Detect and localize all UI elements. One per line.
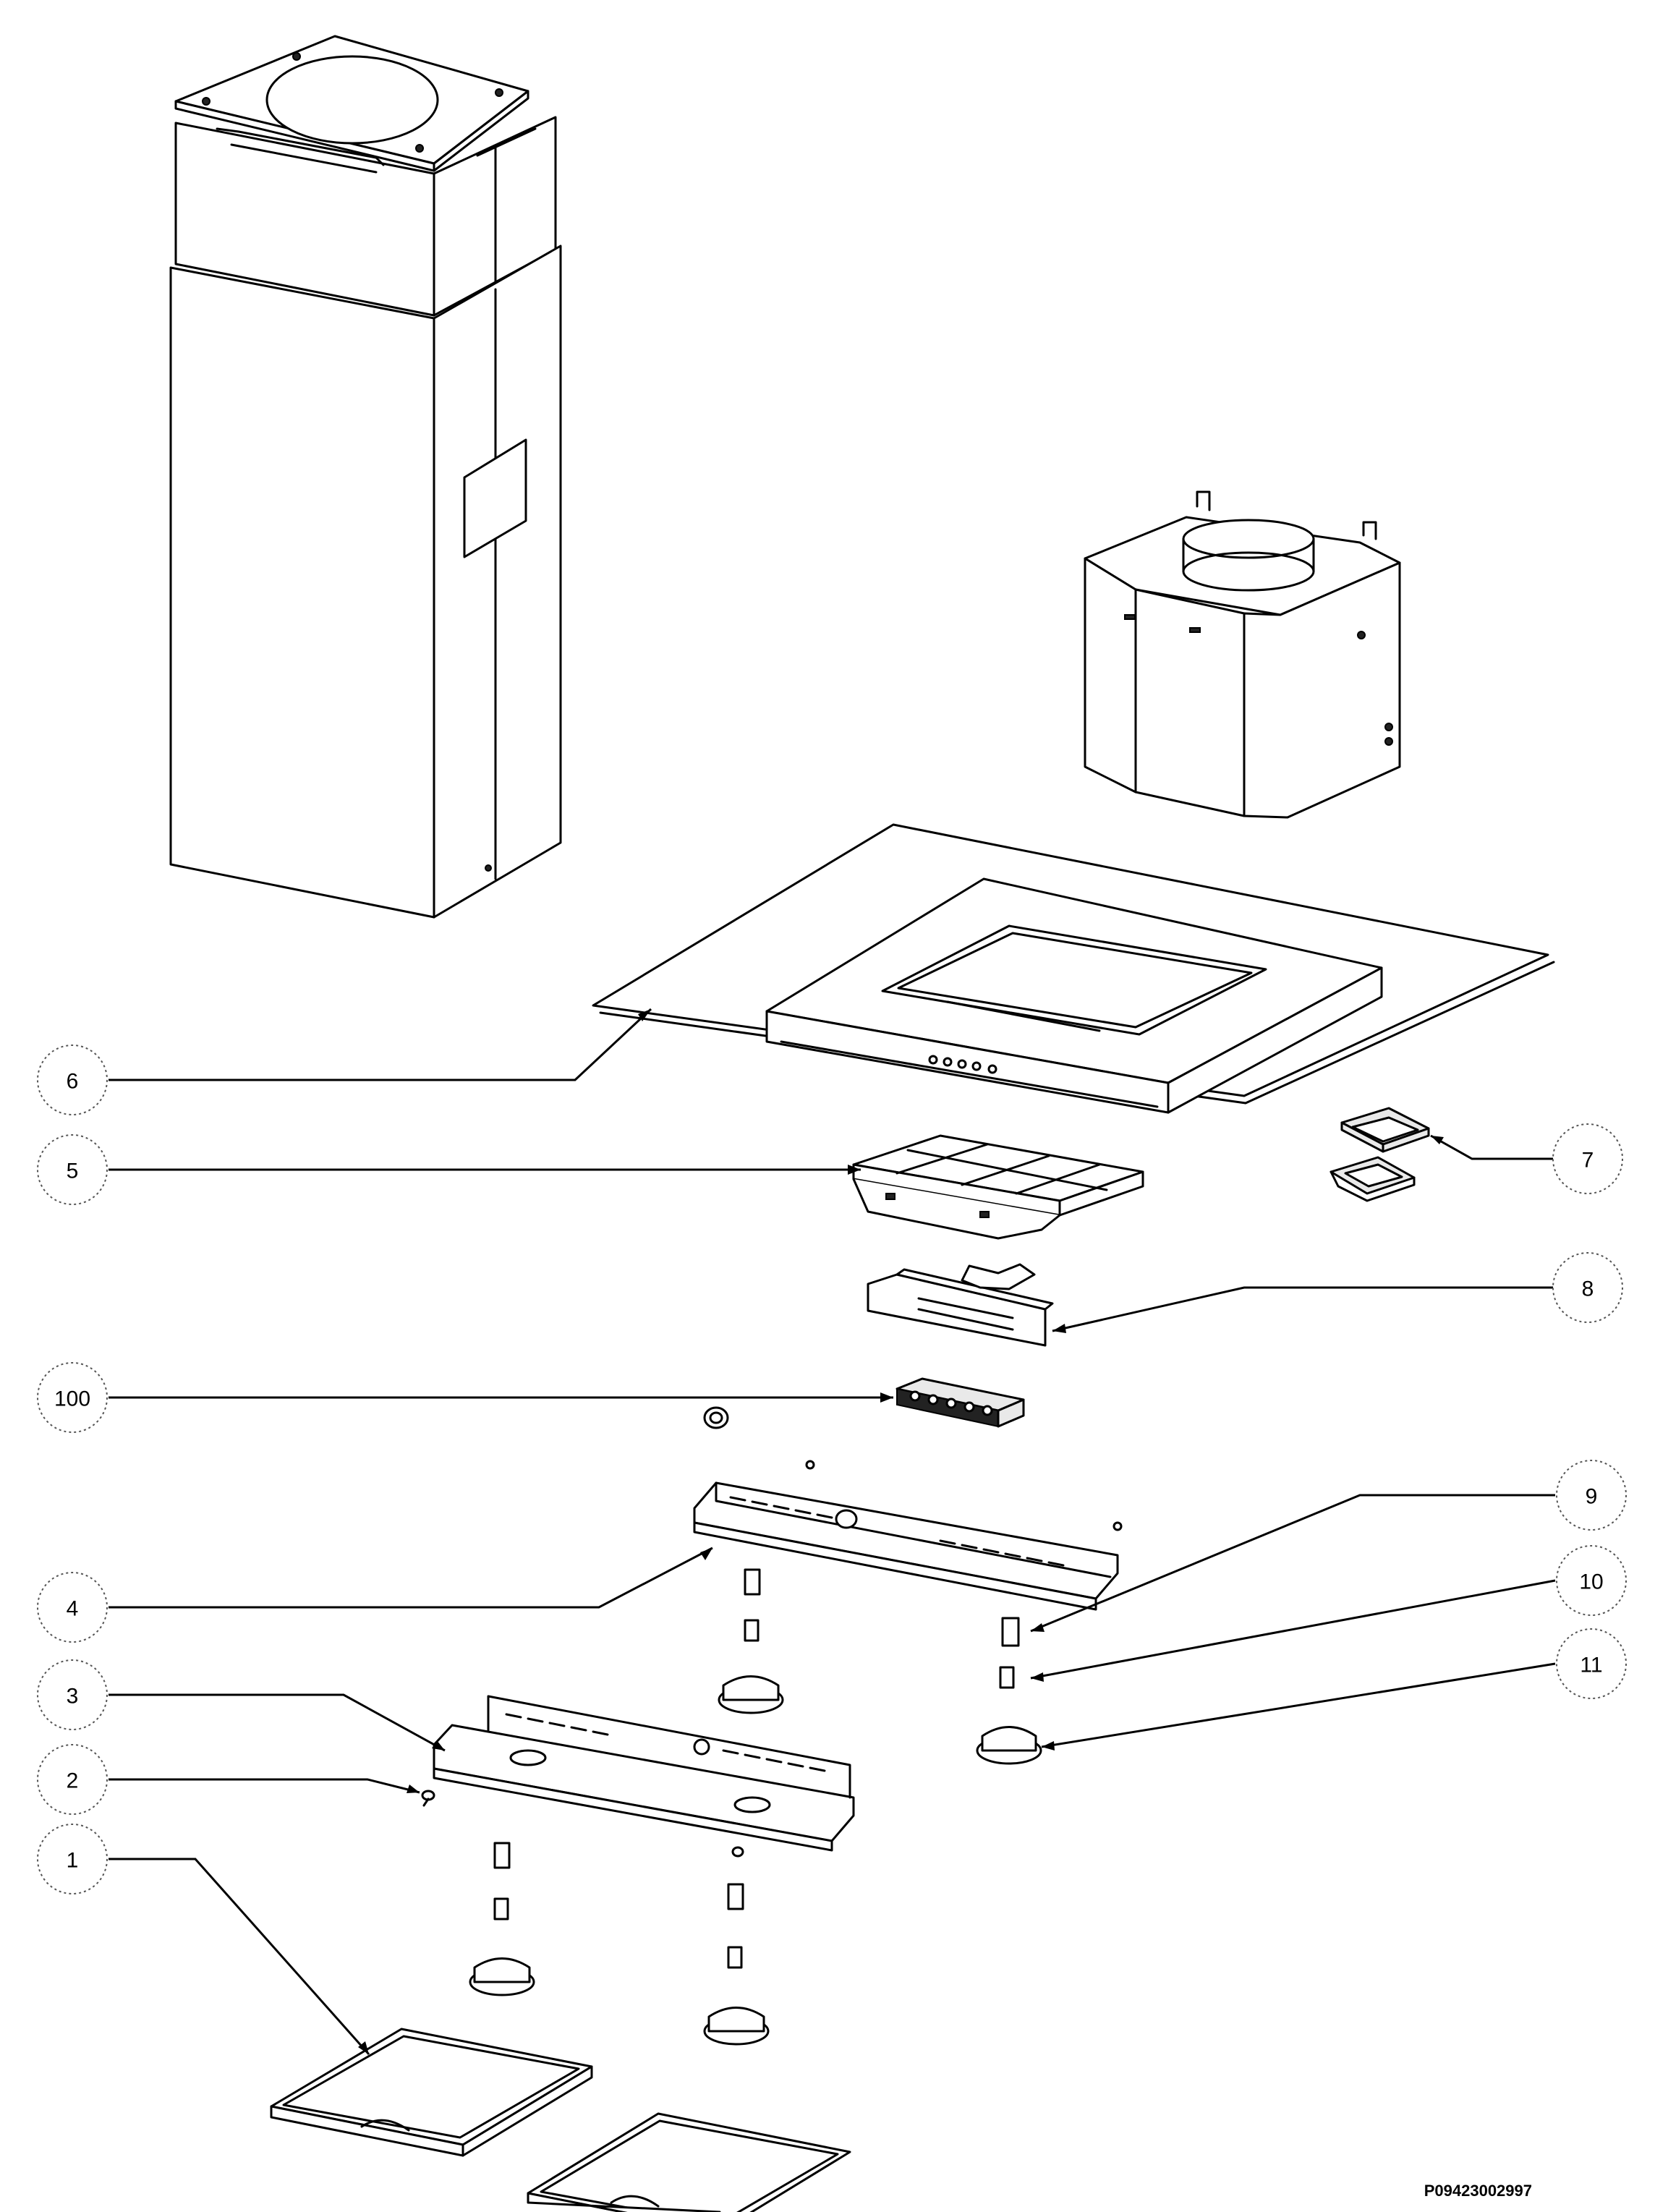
lamp-connectors-left xyxy=(469,1842,535,1996)
grease-filter-left xyxy=(270,2028,593,2157)
callout-1: 1 xyxy=(37,1824,108,1894)
callout-label: 9 xyxy=(1586,1485,1598,1509)
callout-label: 5 xyxy=(67,1160,79,1183)
callout-5: 5 xyxy=(37,1134,108,1205)
chimney-column xyxy=(169,35,562,919)
callout-label: 1 xyxy=(67,1849,79,1873)
callout-label: 4 xyxy=(67,1597,79,1621)
motor-housing xyxy=(1084,490,1401,819)
callout-label: 3 xyxy=(67,1685,79,1709)
callout-3: 3 xyxy=(37,1659,108,1730)
lamp-connectors-right xyxy=(976,1617,1042,1765)
callout-label: 2 xyxy=(67,1769,79,1793)
arrow-heads xyxy=(358,1009,1444,2054)
screw xyxy=(421,1790,435,1807)
switch-bracket xyxy=(867,1263,1054,1347)
callout-label: 7 xyxy=(1582,1149,1594,1173)
callout-6: 6 xyxy=(37,1045,108,1115)
leader-lines xyxy=(109,1008,1556,2055)
callout-8: 8 xyxy=(1552,1252,1623,1323)
callout-11: 11 xyxy=(1556,1628,1627,1699)
callout-label: 10 xyxy=(1579,1570,1603,1594)
callout-2: 2 xyxy=(37,1744,108,1815)
callout-label: 8 xyxy=(1582,1277,1594,1301)
callout-4: 4 xyxy=(37,1572,108,1643)
lamp-connectors-lower-center xyxy=(703,1846,770,2046)
callout-10: 10 xyxy=(1556,1545,1627,1616)
charcoal-filter xyxy=(852,1134,1144,1240)
lamp-holder xyxy=(1329,1107,1430,1202)
callout-label: 11 xyxy=(1580,1654,1602,1677)
light-bracket-upper xyxy=(693,1460,1123,1611)
grease-filter-right xyxy=(527,2112,851,2212)
document-reference-code: P09423002997 xyxy=(1424,2182,1532,2200)
hood-canopy xyxy=(592,823,1555,1114)
callout-100: 100 xyxy=(37,1362,108,1433)
terminal-block xyxy=(703,1377,1025,1429)
callout-label: 6 xyxy=(67,1070,79,1094)
callout-label: 100 xyxy=(54,1387,90,1411)
callout-9: 9 xyxy=(1556,1460,1627,1531)
callout-7: 7 xyxy=(1552,1123,1623,1194)
lamp-connectors-center xyxy=(718,1568,784,1714)
light-bracket-lower xyxy=(433,1695,855,1852)
